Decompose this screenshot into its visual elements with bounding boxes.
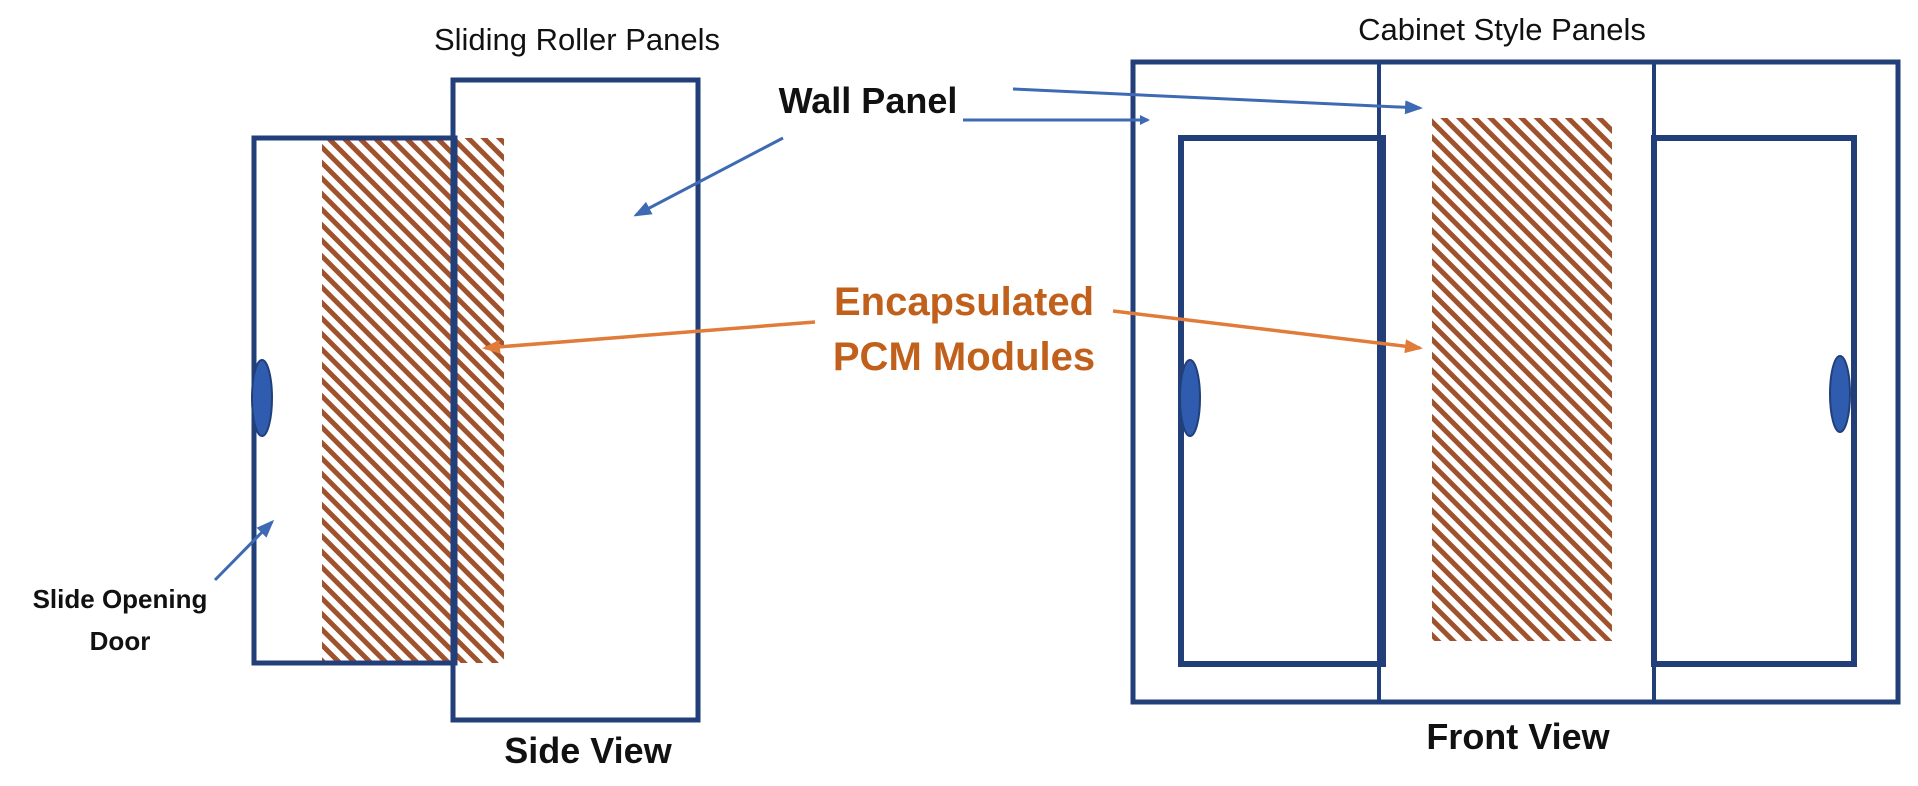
cabinet-style-panels-label: Cabinet Style Panels bbox=[1358, 12, 1646, 47]
pcm-arrow-front bbox=[1112, 309, 1423, 354]
side-view-group bbox=[251, 77, 701, 723]
front-view-group bbox=[1130, 59, 1901, 705]
door-handle-icon bbox=[251, 359, 273, 437]
side-view-label: Side View bbox=[504, 730, 672, 771]
wall-panel-label: Wall Panel bbox=[779, 80, 958, 121]
pcm-modules-label: PCM Modules bbox=[833, 335, 1095, 379]
side-wall-panel bbox=[450, 77, 701, 723]
cabinet-right-door bbox=[1651, 135, 1857, 667]
slide-door-arrow bbox=[213, 519, 275, 582]
front-pcm-module bbox=[1432, 118, 1612, 641]
left-door-handle-icon bbox=[1179, 359, 1201, 437]
sliding-roller-panels-label: Sliding Roller Panels bbox=[434, 22, 720, 57]
side-pcm-module bbox=[322, 138, 504, 663]
front-view-label: Front View bbox=[1426, 716, 1610, 757]
cabinet-frame bbox=[1130, 59, 1901, 705]
right-door-handle-icon bbox=[1829, 355, 1851, 433]
pcm-arrow-side bbox=[482, 320, 816, 354]
cabinet-left-door bbox=[1178, 135, 1386, 667]
wall-panel-arrow-center bbox=[1012, 87, 1423, 115]
slide-opening-label: Slide Opening bbox=[33, 584, 208, 614]
encapsulated-label: Encapsulated bbox=[834, 280, 1094, 324]
wall-panel-arrow-side bbox=[633, 136, 784, 217]
door-label: Door bbox=[90, 626, 151, 656]
pointer-arrows bbox=[213, 87, 1423, 582]
